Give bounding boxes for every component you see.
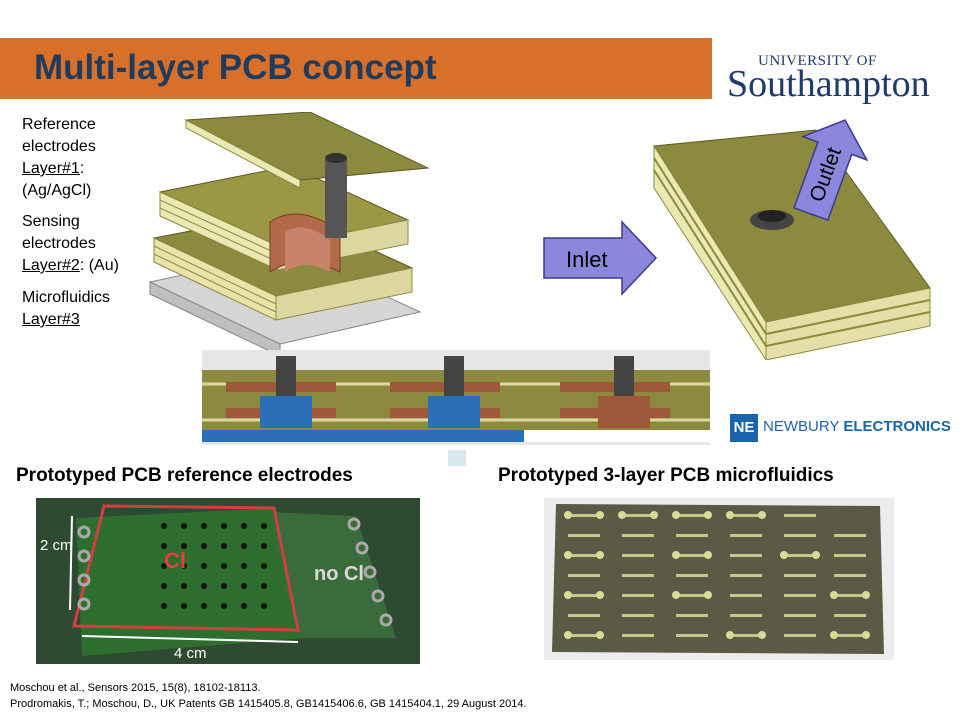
label-line: electrodes [22,138,96,155]
tube-top [325,153,347,163]
sensing-well [285,227,330,272]
layer-line [653,157,767,335]
left-photo-title: Prototyped PCB reference electrodes [16,465,353,486]
label-line: Microfluidics [22,289,111,306]
sensing-site-1 [226,356,336,428]
electrode-pads [77,517,393,627]
label-line: (Ag/AgCl) [22,182,92,199]
layer-line [765,299,931,335]
outlet-port-hole [758,210,786,222]
sensing-site-3 [560,356,670,428]
cl-label: Cl [164,548,186,573]
empty-channel [524,430,710,442]
sensor-arrays [568,514,866,637]
dim-line-horizontal [81,635,299,643]
inlet-arrow: Inlet [543,220,658,296]
assembled-device-diagram [653,129,931,360]
layer1-link-text: Layer#1 [22,160,80,177]
via-holes [161,523,267,609]
device-side-left [653,144,767,360]
label-line: Layer#2: (Au) [22,255,119,277]
reference-electrodes-photo: 2 cm 4 cm Cl no Cl [36,498,420,664]
label-microfluidics-layer: Microfluidics Layer#3 [22,287,110,331]
dim-4cm: 4 cm [174,645,207,662]
sensing-site-2 [390,356,500,428]
outlet-stub [448,450,466,466]
outlet-tube [325,158,347,238]
newbury-electronics-text: NEWBURY ELECTRONICS [763,418,951,435]
reference-1: Moschou et al., Sensors 2015, 15(8), 181… [10,682,261,694]
label-line: Layer#3 [22,309,110,331]
reference-2: Prodromakis, T.; Moschou, D., UK Patents… [10,698,527,710]
newbury-logo-icon: NE [730,414,758,442]
dim-2cm: 2 cm [40,537,73,554]
inlet-label: Inlet [566,247,608,272]
no-cl-label: no Cl [314,563,364,585]
pcb-board [76,508,304,656]
layer3-link-text: Layer#3 [22,311,80,328]
logo-university-of: UNIVERSITY OF [758,53,877,69]
exploded-layers-diagram [148,112,430,350]
label-line: electrodes [22,235,96,252]
device-side-front [765,287,931,360]
label-line: Sensing [22,213,80,230]
layer2-link-text: Layer#2 [22,257,80,274]
label-colon: : [79,160,85,177]
slide-title: Multi-layer PCB concept [34,48,437,87]
label-au: : (Au) [79,257,119,274]
outlet-arrow: Outlet [793,119,869,222]
right-photo-title: Prototyped 3-layer PCB microfluidics [498,465,834,486]
label-reference-layer: Reference electrodes Layer#1: (Ag/AgCl) [22,114,96,202]
logo-southampton: Southampton [727,63,930,105]
cross-section-diagram [202,350,710,466]
sponsor-name-b: ELECTRONICS [843,418,951,435]
sponsor-name-a: NEWBURY [763,418,840,435]
dim-line-vertical [69,515,73,611]
bottom-plate-edge [149,281,281,350]
label-sensing-layer: Sensing electrodes Layer#2: (Au) [22,211,119,277]
top-cover-edge [185,119,301,189]
microfluidics-photo [544,498,894,660]
fluid-channel [202,430,524,442]
title-bar [0,38,712,99]
sensor-pads [564,511,870,639]
layer-line [765,311,931,347]
label-line: Reference [22,116,96,133]
label-line: Layer#1: [22,158,96,180]
layer-line [653,169,767,347]
